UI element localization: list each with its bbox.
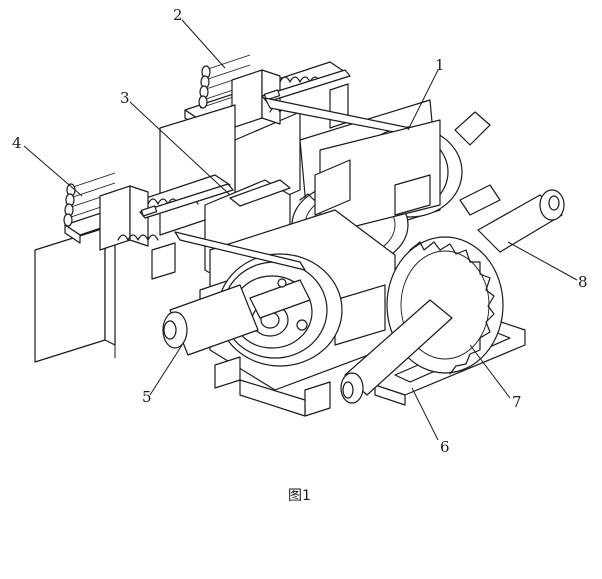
label-5: 5 — [142, 388, 152, 406]
figure-caption: 图1 — [288, 488, 311, 504]
label-1: 1 — [435, 56, 445, 74]
callout-labels: 1 2 3 4 5 6 7 8 — [12, 6, 588, 456]
label-2: 2 — [173, 6, 183, 24]
label-6: 6 — [440, 438, 450, 456]
left-base-plate — [34, 227, 116, 363]
right-roller-8 — [477, 189, 565, 253]
leader-lines — [23, 19, 578, 441]
label-7: 7 — [512, 393, 522, 411]
label-8: 8 — [578, 273, 588, 291]
large-gear-7 — [340, 236, 504, 404]
front-clamp-assembly — [63, 172, 234, 280]
label-4: 4 — [12, 134, 22, 152]
label-3: 3 — [120, 89, 130, 107]
roller-5 — [162, 284, 259, 356]
